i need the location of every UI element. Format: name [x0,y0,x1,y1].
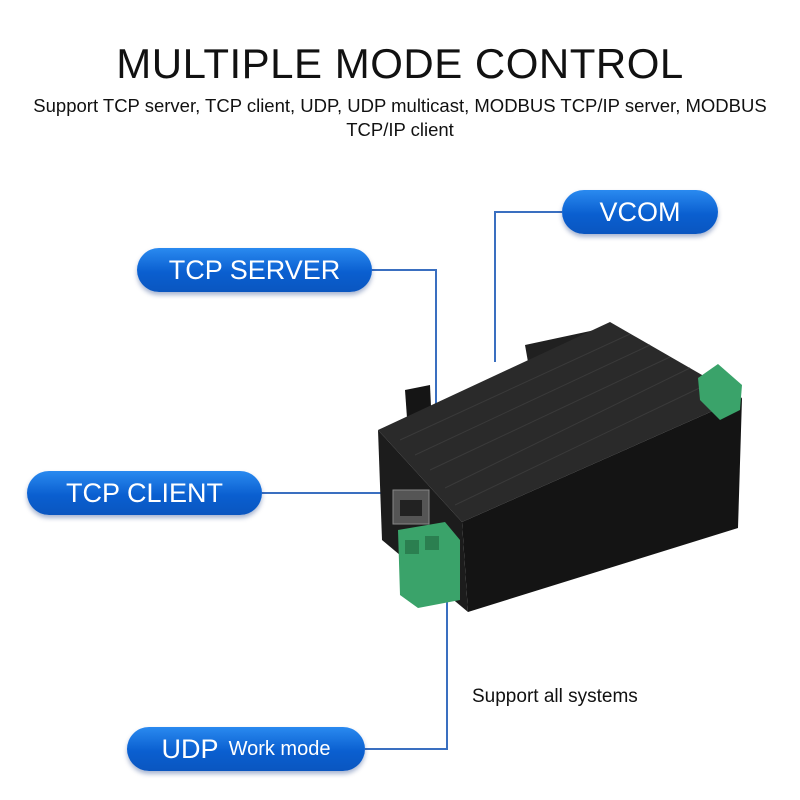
tcp-client-text: TCP CLIENT [65,477,224,508]
rj45-port [392,489,430,525]
udp-connector-line [365,595,448,750]
device-top [378,322,742,522]
terminal-block-side [698,364,742,420]
tcp-client-label: TCP CLIENT [27,471,262,515]
tcp-server-label: TCP SERVER [137,248,372,292]
tcp-server-connector-line [372,269,437,405]
vcom-label: VCOM [562,190,718,234]
udp-label: UDP Work mode [127,727,365,771]
terminal-block-front [398,522,460,608]
udp-suffix-text: Work mode [228,737,331,760]
device-side [462,398,742,612]
tcp-server-text: TCP SERVER [168,254,341,285]
vcom-connector-line [494,211,562,362]
connector-lines [262,211,562,750]
vcom-text: VCOM [599,196,681,227]
page-title: MULTIPLE MODE CONTROL [116,40,684,87]
device [378,322,742,612]
systems-note: Support all systems [472,686,638,707]
page-subtitle: Support TCP server, TCP client, UDP, UDP… [33,95,767,140]
udp-text: UDP [161,733,219,764]
